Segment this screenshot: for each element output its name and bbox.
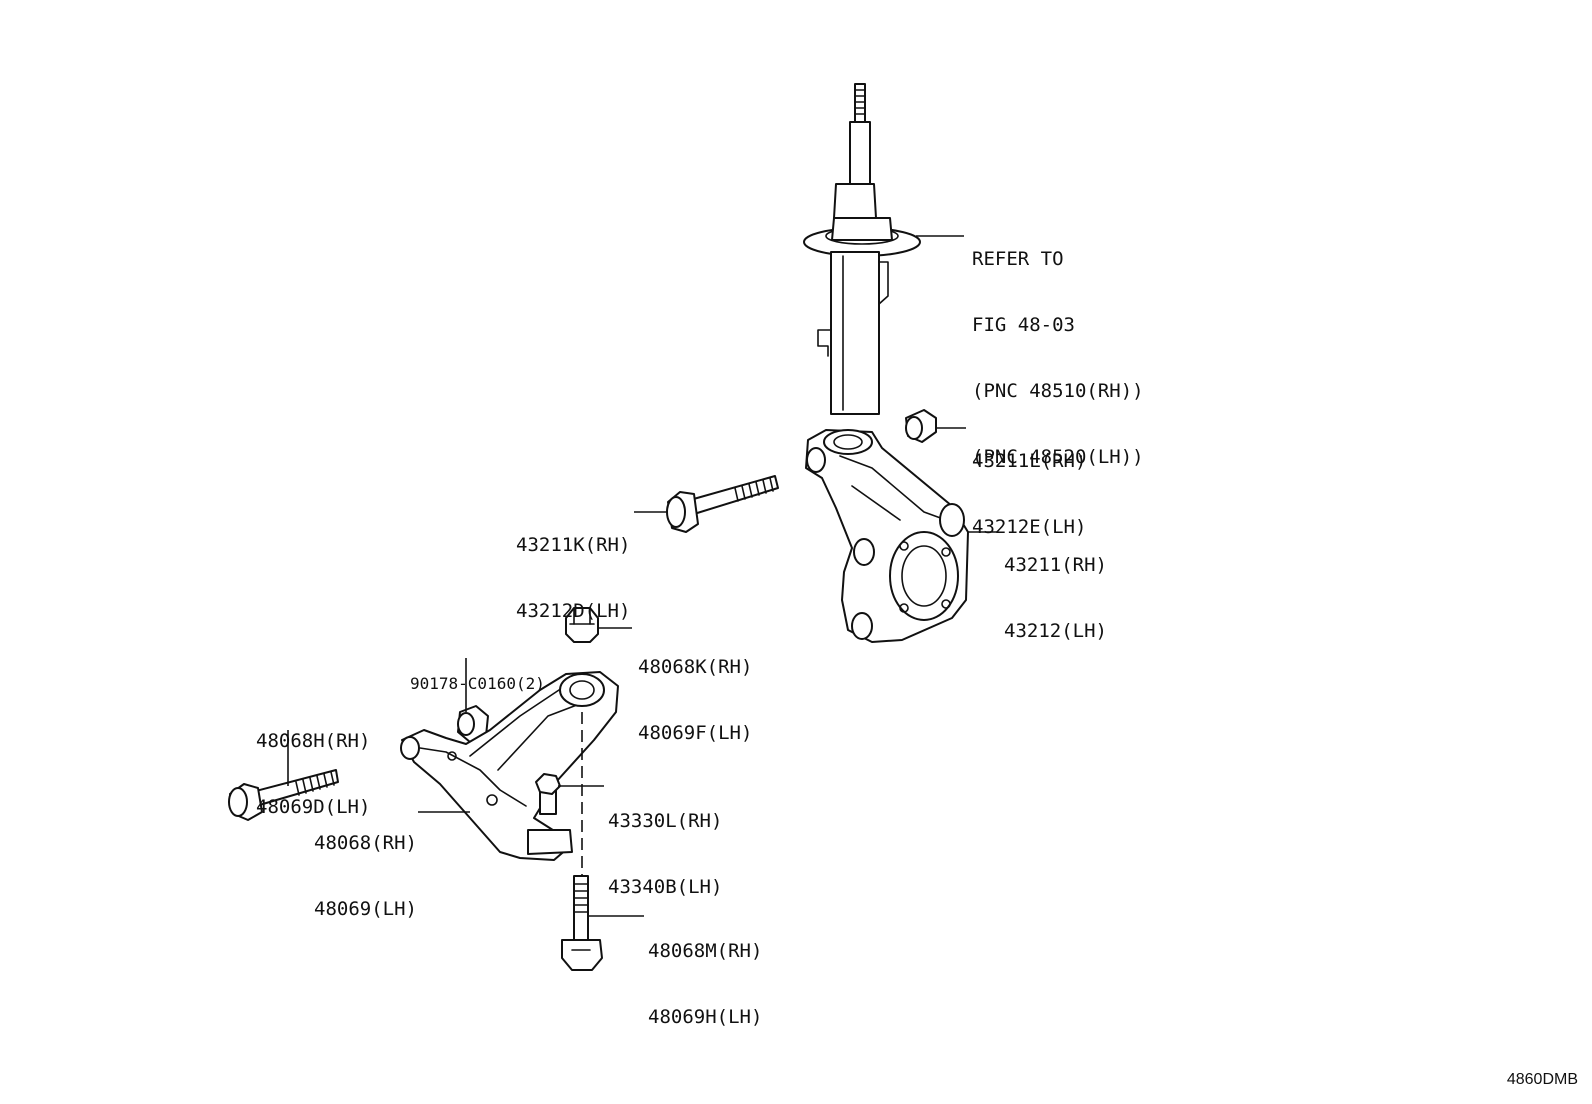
knuckle-drawing bbox=[805, 429, 969, 643]
callout-line: 90178-C0160(2) bbox=[410, 674, 545, 693]
bolt-48068m-drawing bbox=[561, 875, 603, 971]
callout-bolt-43211k: 43211K(RH) 43212D(LH) bbox=[516, 490, 630, 644]
callout-bolt-48068h: 48068H(RH) 48069D(LH) bbox=[256, 686, 370, 840]
callout-line: 43330L(RH) bbox=[608, 810, 723, 832]
callout-line: 48069F(LH) bbox=[638, 722, 753, 744]
strut-cover bbox=[833, 183, 877, 219]
callout-arm-48068: 48068(RH) 48069(LH) bbox=[314, 788, 417, 942]
callout-nut-43211l: 43211L(RH) 43212E(LH) bbox=[972, 406, 1086, 560]
callout-line: (PNC 48520(LH)) bbox=[972, 446, 1144, 468]
callout-line: 43212(LH) bbox=[1004, 620, 1107, 642]
lower-arm-drawing bbox=[400, 671, 619, 861]
bolt-43211k-drawing bbox=[666, 475, 779, 533]
callout-line: 43211L(RH) bbox=[972, 450, 1087, 472]
callout-line: 48068(RH) bbox=[314, 832, 417, 854]
callout-line: 43212E(LH) bbox=[972, 516, 1087, 538]
callout-bolt-48068m: 48068M(RH) 48069H(LH) bbox=[648, 896, 762, 1050]
callout-line: 43340B(LH) bbox=[608, 876, 723, 898]
callout-line: FIG 48-03 bbox=[972, 314, 1075, 336]
strut-rod bbox=[849, 121, 871, 185]
callout-line: 48068M(RH) bbox=[648, 940, 763, 962]
nut-48068k-drawing bbox=[565, 607, 599, 643]
callout-line: 48068K(RH) bbox=[638, 656, 753, 678]
nut-43330l-drawing bbox=[535, 773, 561, 795]
callout-line: REFER TO bbox=[972, 248, 1064, 270]
callout-bushing-90178: 90178-C0160(2) bbox=[410, 634, 545, 714]
callout-line: 43211K(RH) bbox=[516, 534, 631, 556]
callout-line: 48069(LH) bbox=[314, 898, 417, 920]
callout-line: 48069D(LH) bbox=[256, 796, 371, 818]
strut-assembly bbox=[803, 83, 921, 415]
callout-strut-ref: REFER TO FIG 48-03 (PNC 48510(RH)) (PNC … bbox=[972, 204, 1144, 490]
strut-body bbox=[830, 251, 880, 415]
figure-code: 4860DMB bbox=[1506, 1071, 1578, 1088]
callout-line: 48068H(RH) bbox=[256, 730, 371, 752]
callout-knuckle: 43211(RH) 43212(LH) bbox=[1004, 510, 1107, 664]
nut-43211l-drawing bbox=[905, 409, 937, 443]
callout-nut-43330l: 43330L(RH) 43340B(LH) bbox=[608, 766, 722, 920]
bushing-90178-drawing bbox=[457, 705, 489, 743]
leader-lines bbox=[287, 235, 998, 917]
callout-line: 48069H(LH) bbox=[648, 1006, 763, 1028]
callout-line: 43212D(LH) bbox=[516, 600, 631, 622]
callout-nut-48068k: 48068K(RH) 48069F(LH) bbox=[638, 612, 752, 766]
callout-line: (PNC 48510(RH)) bbox=[972, 380, 1144, 402]
bolt-48068h-drawing bbox=[228, 769, 339, 821]
callout-line: 43211(RH) bbox=[1004, 554, 1107, 576]
